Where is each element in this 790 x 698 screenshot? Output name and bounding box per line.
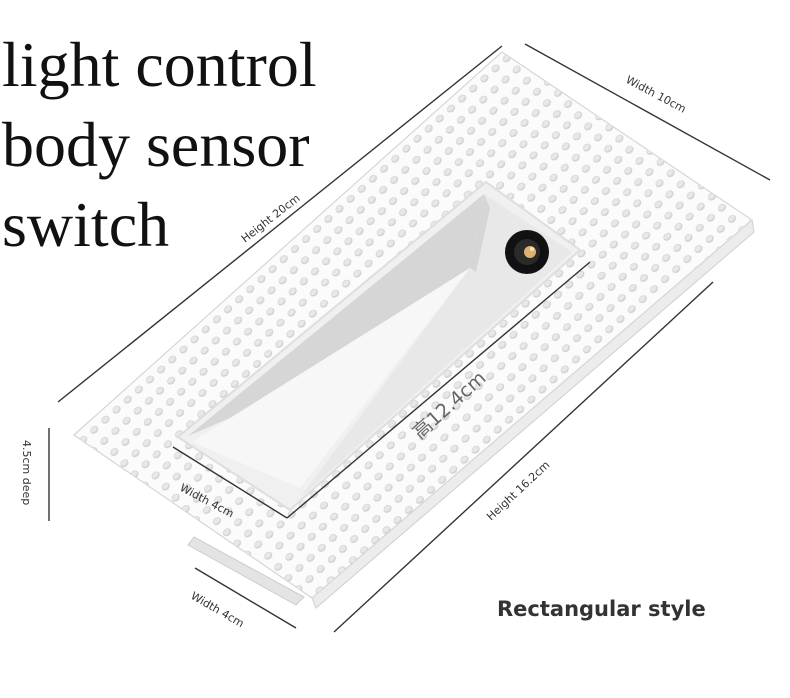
height-outer-line [57,45,503,403]
label-width-bottom: Width 4cm [189,589,247,630]
style-label: Rectangular style [497,597,706,621]
cavity-floor [192,268,470,488]
sensor-lens [524,246,536,258]
title-line-2: body sensor [2,109,310,180]
label-width-outer: Width 10cm [624,73,689,116]
title-line-1: light control [2,29,317,100]
label-height-outer: Height 20cm [239,192,303,246]
width-outer-line [524,43,771,181]
width-inner-line [172,446,288,519]
opening-length-line [286,261,591,519]
cavity-shadow [470,194,490,272]
plate-side-edge [187,536,305,606]
cavity-right-wall [300,194,572,498]
label-height-inner: Height 16.2cm [484,458,552,523]
width-bottom-line [194,567,297,629]
dimension-lines [48,43,771,633]
height-inner-line [333,281,714,633]
cavity-inner-wall [188,194,484,436]
sensor-glint [530,247,534,251]
label-depth: 4.5cm deep [20,440,33,505]
title-line-3: switch [2,189,170,260]
